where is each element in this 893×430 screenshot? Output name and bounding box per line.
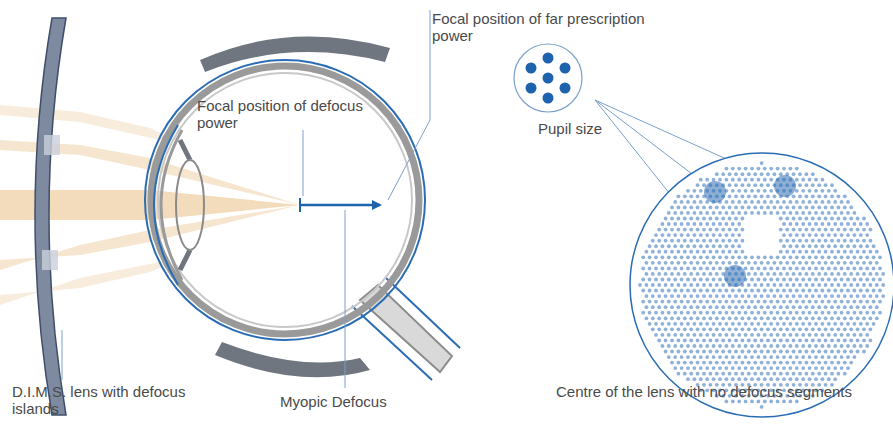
- light-beam: [0, 105, 175, 140]
- lens-face: [630, 153, 893, 417]
- myopic-defocus-label: Myopic Defocus: [280, 393, 430, 410]
- dims-lens-label: D.I.M.S. lens with defocus islands: [12, 383, 212, 417]
- leader-line: [430, 10, 431, 120]
- sclera: [151, 66, 419, 334]
- light-beam: [0, 262, 175, 305]
- pupil-dots: [526, 53, 571, 104]
- defocus-island: [44, 135, 60, 155]
- focal-defocus-label: Focal position of defocus power: [197, 97, 367, 131]
- focal-far-label: Focal position of far prescription power: [432, 10, 652, 44]
- defocus-island: [42, 250, 58, 270]
- leader-line: [388, 120, 430, 200]
- leader-line: [62, 330, 63, 380]
- defocus-arrow: [300, 204, 380, 207]
- leader-line: [595, 100, 733, 273]
- pupil-circle: [514, 44, 582, 112]
- eyelid: [215, 342, 370, 377]
- pupil-size-label: Pupil size: [538, 120, 638, 137]
- lens-centre-label: Centre of the lens with no defocus segme…: [556, 383, 886, 400]
- pupil-highlight: [704, 175, 796, 287]
- crystalline-lens: [176, 160, 204, 250]
- cornea: [154, 125, 178, 285]
- dims-lens: [35, 18, 66, 415]
- clear-centre: [748, 218, 776, 250]
- retina: [158, 73, 412, 327]
- leader-line: [345, 210, 346, 388]
- leader-line: [303, 130, 304, 196]
- sclera-outer: [145, 60, 425, 340]
- defocus-segments: [638, 161, 885, 409]
